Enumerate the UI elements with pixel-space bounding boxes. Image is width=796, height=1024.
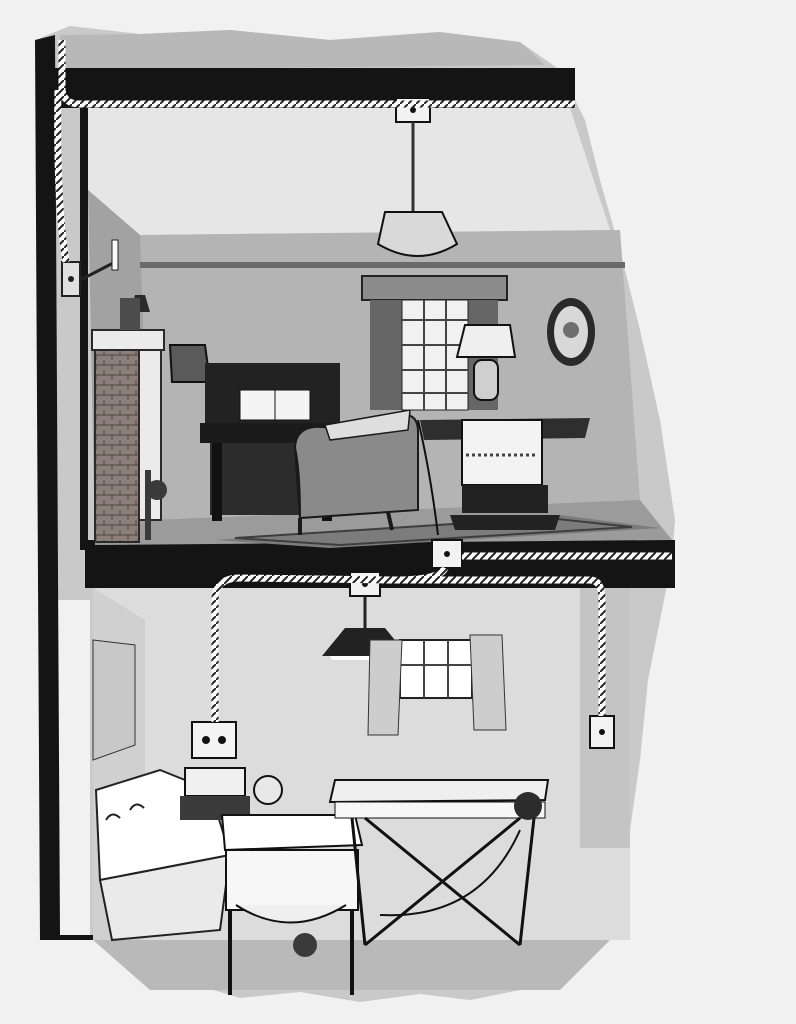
wall-switch-box — [589, 715, 615, 749]
window-with-curtains — [361, 275, 508, 411]
cellar-window — [367, 634, 507, 736]
floor-junction-box — [431, 539, 463, 569]
electrical-wiring — [54, 40, 672, 722]
lower-room — [92, 571, 630, 995]
ironer — [328, 779, 550, 947]
oval-portrait — [547, 298, 595, 366]
wall-outlet — [191, 721, 237, 759]
library-table — [420, 418, 590, 530]
fireplace — [91, 295, 167, 543]
upper-room — [61, 97, 672, 569]
candle-sconce — [61, 239, 119, 297]
side-curtains — [92, 639, 136, 761]
washing-machine — [220, 814, 364, 995]
armchair — [293, 409, 419, 535]
wall-lamp — [168, 344, 212, 383]
table-lamp — [455, 324, 517, 401]
attic-band — [60, 30, 545, 70]
